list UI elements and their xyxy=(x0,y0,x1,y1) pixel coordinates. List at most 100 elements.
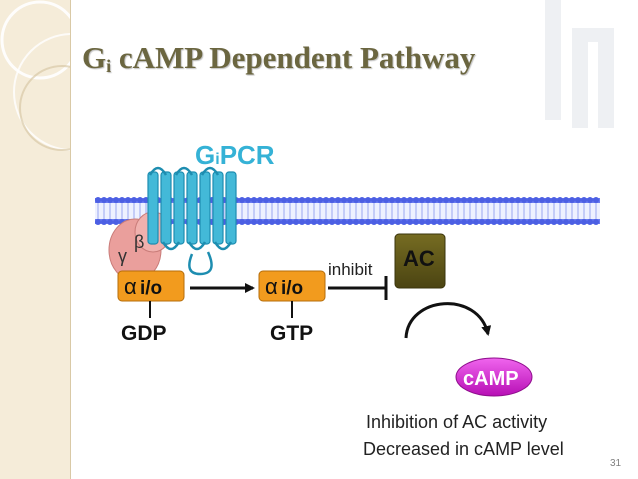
lipid-head xyxy=(251,219,257,225)
transmembrane-helix xyxy=(225,171,237,245)
lipid-head xyxy=(539,219,545,225)
lipid-head xyxy=(317,219,323,225)
slide-number: 31 xyxy=(610,458,622,469)
lipid-head xyxy=(245,219,251,225)
lipid-head xyxy=(107,197,113,203)
lipid-head xyxy=(395,219,401,225)
lipid-head xyxy=(557,219,563,225)
lipid-head xyxy=(551,219,557,225)
alpha-subtype-label: i/o xyxy=(140,278,162,299)
lipid-head xyxy=(467,219,473,225)
lipid-head xyxy=(503,219,509,225)
lipid-head xyxy=(359,197,365,203)
lipid-head xyxy=(347,197,353,203)
lipid-head xyxy=(323,197,329,203)
lipid-head xyxy=(485,197,491,203)
lipid-head xyxy=(401,197,407,203)
lipid-head xyxy=(587,219,593,225)
effect-line-1: Inhibition of AC activity xyxy=(366,412,547,432)
lipid-head xyxy=(479,197,485,203)
lipid-head xyxy=(437,197,443,203)
lipid-head xyxy=(299,197,305,203)
lipid-head xyxy=(407,197,413,203)
lipid-head xyxy=(281,219,287,225)
lipid-head xyxy=(305,197,311,203)
transmembrane-helix xyxy=(186,171,198,245)
lipid-head xyxy=(557,197,563,203)
lipid-head xyxy=(521,219,527,225)
lipid-head xyxy=(401,219,407,225)
lipid-head xyxy=(425,197,431,203)
lipid-head xyxy=(473,197,479,203)
lipid-head xyxy=(239,197,245,203)
alpha-subtype-label: i/o xyxy=(281,278,303,299)
lipid-head xyxy=(581,197,587,203)
lipid-head xyxy=(593,219,599,225)
beta-symbol: β xyxy=(134,232,144,252)
lipid-head xyxy=(443,197,449,203)
lipid-head xyxy=(413,197,419,203)
lipid-head xyxy=(287,197,293,203)
lipid-head xyxy=(509,197,515,203)
transmembrane-helix xyxy=(147,171,159,245)
lipid-head xyxy=(413,219,419,225)
lipid-head xyxy=(515,197,521,203)
lipid-head xyxy=(533,197,539,203)
lipid-head xyxy=(377,197,383,203)
lipid-head xyxy=(527,219,533,225)
lipid-head xyxy=(443,219,449,225)
transmembrane-helix xyxy=(199,171,211,245)
lipid-head xyxy=(137,197,143,203)
lipid-head xyxy=(251,197,257,203)
lipid-head xyxy=(455,197,461,203)
lipid-head xyxy=(239,219,245,225)
lipid-head xyxy=(263,219,269,225)
lipid-head xyxy=(257,197,263,203)
alpha-symbol: α xyxy=(265,274,278,299)
lipid-head xyxy=(353,219,359,225)
lipid-head xyxy=(107,219,113,225)
lipid-head xyxy=(101,197,107,203)
lipid-head xyxy=(539,197,545,203)
lipid-head xyxy=(293,197,299,203)
lipid-head xyxy=(113,219,119,225)
lipid-head xyxy=(419,197,425,203)
lipid-head xyxy=(269,219,275,225)
lipid-head xyxy=(329,197,335,203)
lipid-head xyxy=(383,197,389,203)
lipid-head xyxy=(461,197,467,203)
lipid-head xyxy=(263,197,269,203)
inhibit-label: inhibit xyxy=(328,260,373,279)
receptor-label: GiPCR xyxy=(195,140,275,170)
camp-ellipse: cAMP xyxy=(455,357,533,397)
lipid-head xyxy=(533,219,539,225)
lipid-head xyxy=(575,197,581,203)
lipid-head xyxy=(581,219,587,225)
lipid-head xyxy=(371,219,377,225)
adenylyl-cyclase-box: AC xyxy=(394,233,446,289)
lipid-head xyxy=(437,219,443,225)
lipid-head xyxy=(287,219,293,225)
lipid-head xyxy=(407,219,413,225)
conversion-arrow xyxy=(404,302,492,339)
lipid-head xyxy=(347,219,353,225)
ac-label: AC xyxy=(403,246,435,271)
lipid-head xyxy=(113,197,119,203)
lipid-head xyxy=(341,197,347,203)
lipid-head xyxy=(485,219,491,225)
lipid-head xyxy=(563,219,569,225)
lipid-head xyxy=(335,219,341,225)
lipid-head xyxy=(293,219,299,225)
lipid-head xyxy=(575,219,581,225)
lipid-head xyxy=(101,219,107,225)
lipid-head xyxy=(425,219,431,225)
lipid-head xyxy=(461,219,467,225)
lipid-head xyxy=(377,219,383,225)
lipid-head xyxy=(383,219,389,225)
lipid-head xyxy=(503,197,509,203)
lipid-head xyxy=(587,197,593,203)
lipid-head xyxy=(281,197,287,203)
lipid-head xyxy=(125,197,131,203)
lipid-head xyxy=(395,197,401,203)
